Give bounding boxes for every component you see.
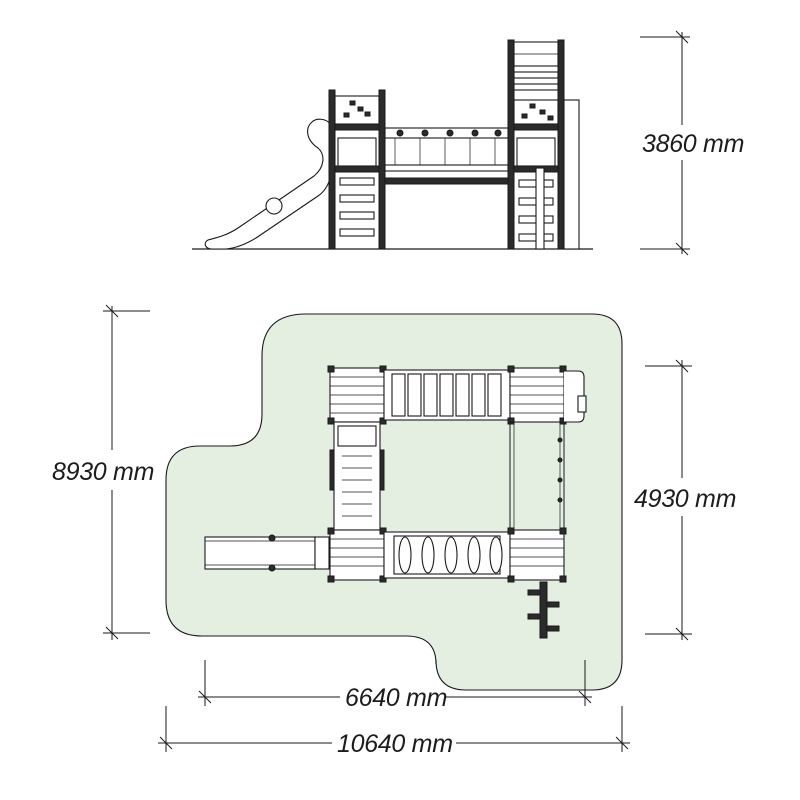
deck-bottom-right — [507, 527, 567, 583]
bridge — [384, 127, 509, 185]
ladder-left — [329, 421, 385, 531]
deck-bottom-left — [327, 527, 387, 583]
right-tower — [507, 39, 580, 250]
slide-porthole — [265, 197, 283, 215]
rail-right — [509, 421, 565, 531]
plan-view — [165, 313, 623, 691]
width-total-label: 10640 mm — [337, 730, 453, 758]
depth-structure-label: 4930 mm — [634, 485, 736, 513]
width-structure-label: 6640 mm — [345, 684, 447, 712]
plan-slide — [204, 534, 330, 572]
bridge-bottom — [383, 531, 511, 579]
climbing-steps — [527, 581, 560, 639]
width-structure-dimension: 6640 mm — [198, 660, 592, 712]
depth-structure-dimension: 4930 mm — [634, 359, 736, 641]
elevation-view — [192, 39, 593, 250]
height-label: 3860 mm — [642, 130, 744, 158]
bridge-top — [383, 369, 511, 421]
depth-total-dimension: 8930 mm — [52, 304, 154, 640]
left-tower — [328, 89, 386, 250]
height-dimension: 3860 mm — [640, 30, 744, 256]
depth-total-label: 8930 mm — [52, 458, 154, 486]
deck-top-right — [507, 365, 587, 425]
deck-top-left — [327, 365, 387, 425]
width-total-dimension: 10640 mm — [158, 706, 630, 758]
slide — [204, 118, 333, 250]
